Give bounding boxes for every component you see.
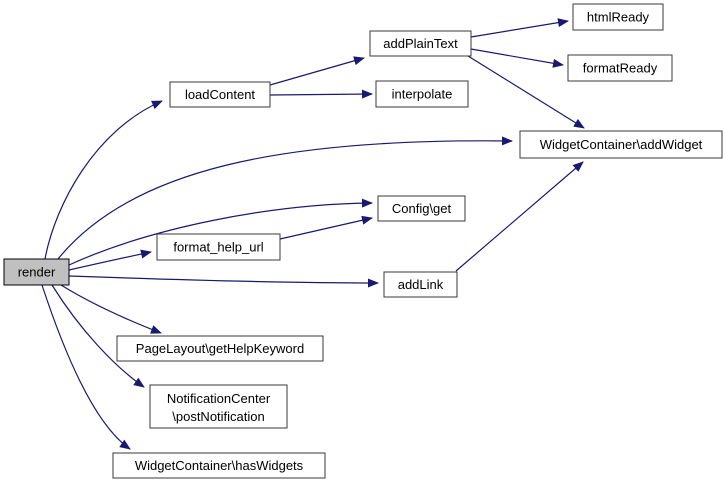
node-load-content[interactable]: loadContent bbox=[169, 81, 271, 108]
node-widget-container-add-widget-box[interactable] bbox=[519, 130, 723, 159]
edge-render-add-link bbox=[68, 275, 379, 288]
edge-render-has-widgets bbox=[41, 284, 131, 450]
edge-add-plain-text-format-ready bbox=[470, 48, 564, 68]
node-html-ready-label: htmlReady bbox=[587, 10, 650, 25]
edge-render-post-notification bbox=[51, 284, 145, 388]
node-config-get-box[interactable] bbox=[377, 195, 466, 222]
node-render-box bbox=[3, 258, 70, 286]
node-format-ready-label: formatReady bbox=[583, 61, 658, 76]
node-notification-center-post-notification-line1: NotificationCenter bbox=[167, 391, 271, 406]
node-render: render bbox=[3, 258, 70, 286]
edge-add-plain-text-add-widget bbox=[467, 55, 585, 129]
node-add-link[interactable]: addLink bbox=[383, 271, 458, 298]
node-widget-container-add-widget[interactable]: WidgetContainer\addWidget bbox=[519, 130, 723, 159]
node-widget-container-add-widget-label: WidgetContainer\addWidget bbox=[540, 137, 703, 152]
node-widget-container-has-widgets[interactable]: WidgetContainer\hasWidgets bbox=[112, 452, 326, 479]
edge-render-add-widget bbox=[57, 136, 513, 260]
node-notification-center-post-notification-box[interactable] bbox=[149, 384, 288, 429]
node-config-get[interactable]: Config\get bbox=[377, 195, 466, 222]
edge-format-help-url-config-get bbox=[279, 215, 373, 240]
node-format-help-url-label: format_help_url bbox=[173, 240, 263, 255]
node-widget-container-has-widgets-box[interactable] bbox=[112, 452, 326, 479]
node-add-plain-text-box[interactable] bbox=[369, 30, 472, 57]
node-html-ready[interactable]: htmlReady bbox=[572, 3, 664, 31]
node-layer: render loadContent addPlainText htmlRead… bbox=[3, 3, 723, 479]
node-interpolate-box[interactable] bbox=[375, 80, 469, 108]
node-add-plain-text-label: addPlainText bbox=[383, 36, 458, 51]
node-config-get-label: Config\get bbox=[392, 201, 452, 216]
edge-load-content-add-plain-text bbox=[269, 56, 365, 86]
node-add-plain-text[interactable]: addPlainText bbox=[369, 30, 472, 57]
node-format-help-url[interactable]: format_help_url bbox=[156, 233, 281, 261]
node-notification-center-post-notification-line2: \postNotification bbox=[172, 409, 265, 424]
node-notification-center-post-notification[interactable]: NotificationCenter \postNotification bbox=[149, 384, 288, 429]
node-format-help-url-box[interactable] bbox=[156, 233, 281, 261]
node-interpolate[interactable]: interpolate bbox=[375, 80, 469, 108]
node-render-label: render bbox=[18, 265, 56, 280]
edge-load-content-interpolate bbox=[269, 89, 373, 99]
node-page-layout-get-help-keyword[interactable]: PageLayout\getHelpKeyword bbox=[116, 335, 324, 362]
edge-render-config-get bbox=[68, 198, 373, 266]
edge-add-plain-text-html-ready bbox=[470, 18, 569, 38]
node-add-link-box[interactable] bbox=[383, 271, 458, 298]
node-html-ready-box[interactable] bbox=[572, 3, 664, 31]
node-load-content-box[interactable] bbox=[169, 81, 271, 108]
edge-layer bbox=[41, 18, 585, 450]
edge-render-format-help-url bbox=[68, 249, 152, 271]
node-page-layout-get-help-keyword-label: PageLayout\getHelpKeyword bbox=[136, 341, 304, 356]
node-load-content-label: loadContent bbox=[185, 87, 255, 102]
node-add-link-label: addLink bbox=[398, 277, 444, 292]
node-interpolate-label: interpolate bbox=[392, 87, 453, 102]
edge-render-get-help-keyword bbox=[60, 284, 162, 334]
edge-add-link-add-widget bbox=[455, 161, 584, 272]
node-format-ready[interactable]: formatReady bbox=[567, 54, 673, 82]
node-page-layout-get-help-keyword-box[interactable] bbox=[116, 335, 324, 362]
node-widget-container-has-widgets-label: WidgetContainer\hasWidgets bbox=[135, 458, 304, 473]
edge-render-load-content bbox=[44, 100, 163, 260]
node-format-ready-box[interactable] bbox=[567, 54, 673, 82]
